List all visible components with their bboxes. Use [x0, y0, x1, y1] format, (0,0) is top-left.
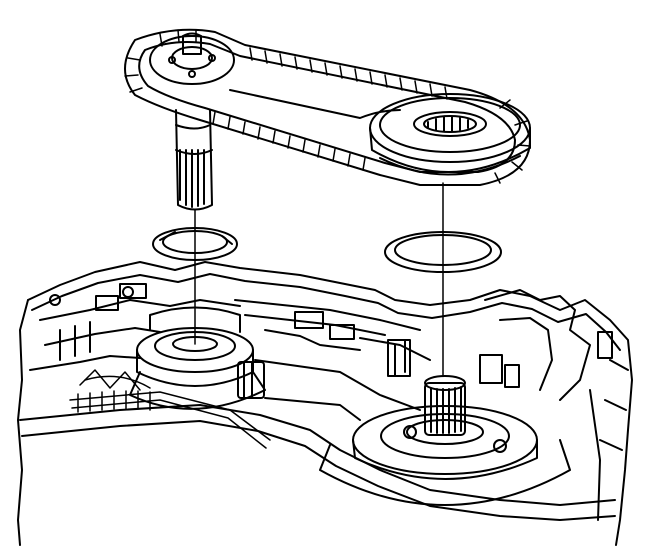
- alignment-lines: [194, 182, 444, 377]
- drive-sprocket-support-hub: [129, 306, 421, 421]
- detent-spring-assembly: [69, 369, 271, 449]
- driven-sprocket: [369, 93, 531, 176]
- driven-sprocket-support-splined-shaft: [319, 375, 571, 506]
- drive-sprocket-with-shaft: [149, 32, 235, 211]
- transaxle-case-housing: [17, 261, 633, 546]
